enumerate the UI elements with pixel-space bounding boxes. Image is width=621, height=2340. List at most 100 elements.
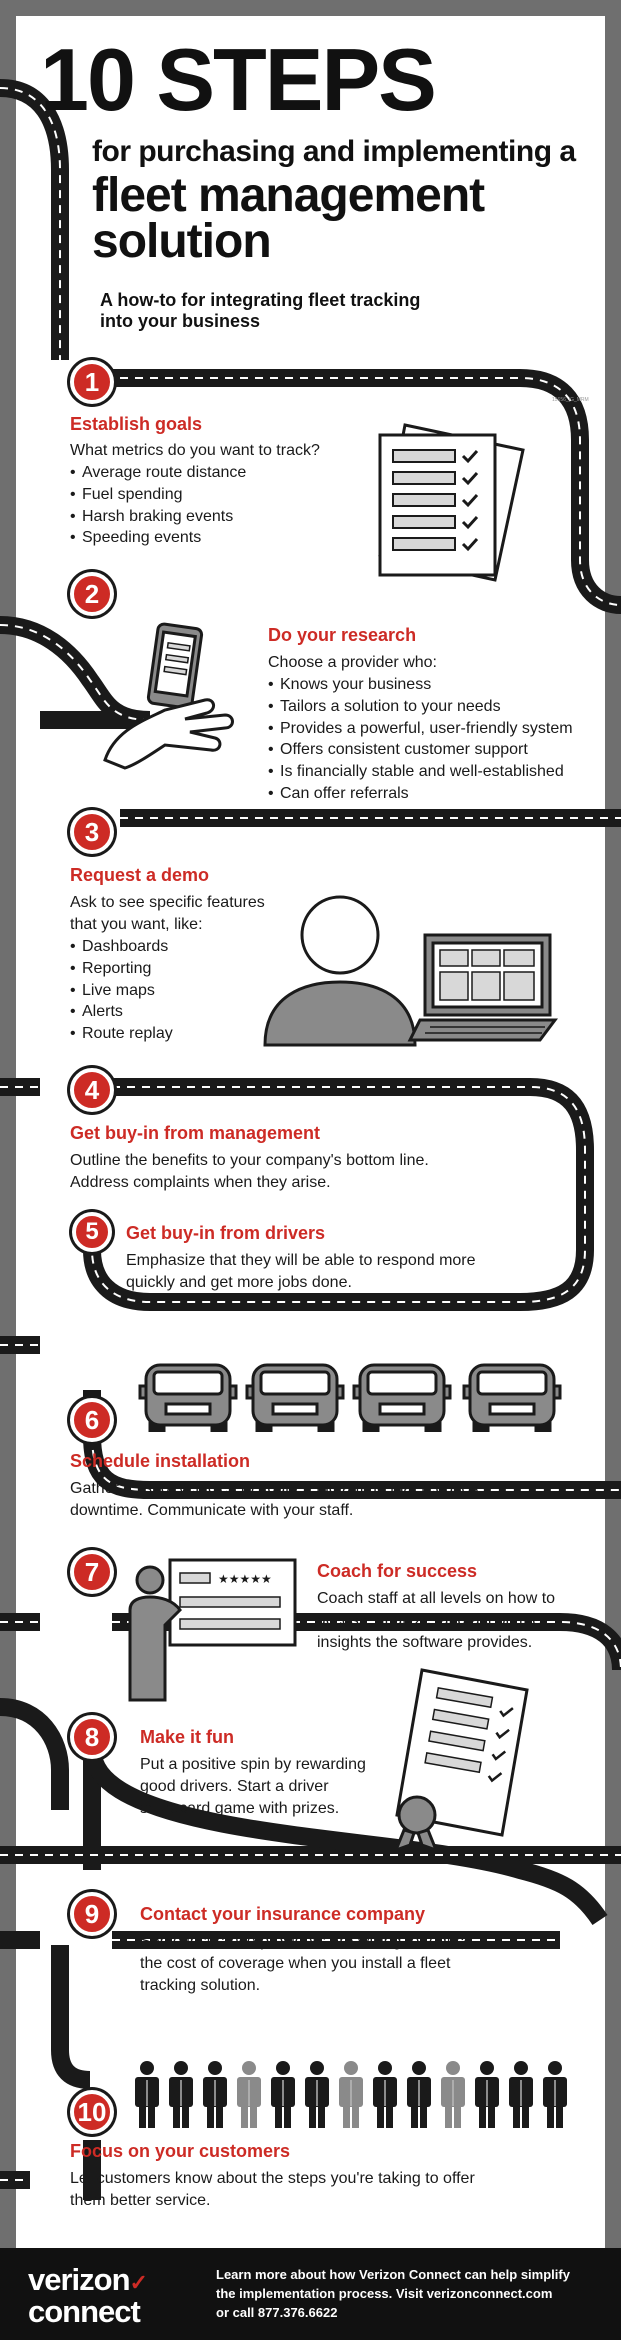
step-9-line1: Some insurance providers are willing to … bbox=[140, 1933, 473, 1950]
list-item: Dashboards bbox=[70, 936, 173, 958]
person-icon bbox=[543, 2061, 567, 2128]
step-3-lead-line1: Ask to see specific features bbox=[70, 894, 265, 911]
step-7-title: Coach for success bbox=[317, 1561, 478, 1581]
logo-verizon: verizon✓ bbox=[28, 2262, 148, 2297]
step-1-lead: What metrics do you want to track? bbox=[70, 442, 320, 459]
page-subtitle-line2: fleet management bbox=[92, 169, 485, 222]
person-icon bbox=[475, 2061, 499, 2128]
person-icon bbox=[441, 2061, 465, 2128]
person-icon bbox=[203, 2061, 227, 2128]
step-6-badge: 6 bbox=[70, 1398, 114, 1442]
step-9-line3: tracking solution. bbox=[140, 1977, 261, 1994]
truck-icon bbox=[352, 1363, 452, 1432]
list-item: Provides a powerful, user-friendly syste… bbox=[268, 718, 573, 740]
footer-cta-line2: the implementation process. Visit verizo… bbox=[216, 2285, 553, 2301]
step-8-line1: Put a positive spin by rewarding bbox=[140, 1756, 366, 1773]
hand-phone-icon bbox=[103, 622, 234, 770]
page-subtitle-line3: solution bbox=[92, 215, 272, 268]
step-3-bullets: Dashboards Reporting Live maps Alerts Ro… bbox=[70, 936, 173, 1045]
step-2-bullets: Knows your business Tailors a solution t… bbox=[268, 674, 573, 805]
step-5-title: Get buy-in from drivers bbox=[126, 1223, 326, 1243]
list-item: Fuel spending bbox=[70, 484, 246, 506]
step-4-badge: 4 bbox=[70, 1068, 114, 1112]
content-panel bbox=[16, 16, 605, 2248]
step-6-title: Schedule installation bbox=[70, 1451, 251, 1471]
person-icon bbox=[407, 2061, 431, 2128]
step-2-title: Do your research bbox=[268, 625, 417, 645]
step-1-badge: 1 bbox=[70, 360, 114, 404]
step-6-line2: downtime. Communicate with your staff. bbox=[70, 1502, 354, 1519]
person-icon bbox=[169, 2061, 193, 2128]
truck-icon bbox=[462, 1363, 562, 1432]
step-7-badge: 7 bbox=[70, 1550, 114, 1594]
step-3-title: Request a demo bbox=[70, 865, 210, 885]
step-10-line1: Let customers know about the steps you'r… bbox=[70, 2170, 475, 2187]
person-icon bbox=[237, 2061, 261, 2128]
list-item: Harsh braking events bbox=[70, 506, 246, 528]
person-icon bbox=[135, 2061, 159, 2128]
step-8-line3: scorecard game with prizes. bbox=[140, 1800, 340, 1817]
logo-connect: connect bbox=[28, 2294, 141, 2329]
user-laptop-icon bbox=[263, 895, 558, 1047]
step-3-lead-line2: that you want, like: bbox=[70, 916, 203, 933]
step-6-line1: Gather a list of vehicles to equip. Find… bbox=[70, 1480, 479, 1497]
person-icon bbox=[509, 2061, 533, 2128]
step-9-title: Contact your insurance company bbox=[140, 1904, 426, 1924]
rating-stars: ★★★★★ bbox=[218, 1572, 272, 1586]
step-4-line2: Address complaints when they arise. bbox=[70, 1174, 331, 1191]
checklist-icon bbox=[378, 423, 525, 582]
person-icon bbox=[271, 2061, 295, 2128]
intro-line2: into your business bbox=[100, 311, 261, 331]
step-2-lead: Choose a provider who: bbox=[268, 654, 437, 671]
checkmark-icon: ✓ bbox=[129, 2270, 148, 2295]
certificate-icon bbox=[394, 1668, 529, 1850]
step-10-line2: them better service. bbox=[70, 2192, 211, 2209]
step-5-line1: Emphasize that they will be able to resp… bbox=[126, 1252, 476, 1269]
step-7-line2: access, analyze, and act on the bbox=[317, 1612, 542, 1629]
step-9-badge: 9 bbox=[70, 1892, 114, 1936]
truck-icon bbox=[245, 1363, 345, 1432]
step-7-line3: insights the software provides. bbox=[317, 1634, 533, 1651]
list-item: Offers consistent customer support bbox=[268, 739, 573, 761]
step-8-badge: 8 bbox=[70, 1715, 114, 1759]
truck-icon bbox=[138, 1363, 238, 1432]
logo-word: verizon bbox=[28, 2262, 131, 2297]
list-item: Reporting bbox=[70, 958, 173, 980]
step-5-badge: 5 bbox=[72, 1212, 112, 1252]
person-icon bbox=[373, 2061, 397, 2128]
step-2-badge: 2 bbox=[70, 572, 114, 616]
step-4-title: Get buy-in from management bbox=[70, 1123, 321, 1143]
list-item: Live maps bbox=[70, 980, 173, 1002]
footer: verizon✓ connect Learn more about how Ve… bbox=[0, 2248, 621, 2340]
list-item: Speeding events bbox=[70, 527, 246, 549]
list-item: Is financially stable and well-establish… bbox=[268, 761, 573, 783]
step-10-badge: 10 bbox=[70, 2090, 114, 2134]
document-code: 15656_IG_MRM bbox=[552, 397, 589, 403]
footer-cta: Learn more about how Verizon Connect can… bbox=[216, 2266, 570, 2323]
step-4-line1: Outline the benefits to your company's b… bbox=[70, 1152, 429, 1169]
step-3-badge: 3 bbox=[70, 810, 114, 854]
step-7-line1: Coach staff at all levels on how to bbox=[317, 1590, 556, 1607]
list-item: Can offer referrals bbox=[268, 783, 573, 805]
step-5-line2: quickly and get more jobs done. bbox=[126, 1274, 352, 1291]
step-8-line2: good drivers. Start a driver bbox=[140, 1778, 329, 1795]
footer-cta-line3: or call 877.376.6622 bbox=[216, 2304, 338, 2320]
step-9-line2: the cost of coverage when you install a … bbox=[140, 1955, 451, 1972]
intro-line1: A how-to for integrating fleet tracking bbox=[100, 290, 421, 310]
page-subtitle-line1: for purchasing and implementing a bbox=[92, 135, 576, 168]
step-1-bullets: Average route distance Fuel spending Har… bbox=[70, 462, 246, 549]
presenter-icon: ★★★★★ bbox=[128, 1558, 297, 1702]
list-item: Knows your business bbox=[268, 674, 573, 696]
list-item: Average route distance bbox=[70, 462, 246, 484]
person-icon bbox=[339, 2061, 363, 2128]
list-item: Route replay bbox=[70, 1023, 173, 1045]
person-icon bbox=[305, 2061, 329, 2128]
footer-cta-line1: Learn more about how Verizon Connect can… bbox=[216, 2267, 570, 2282]
step-10-title: Focus on your customers bbox=[70, 2141, 291, 2161]
list-item: Alerts bbox=[70, 1001, 173, 1023]
step-1-title: Establish goals bbox=[70, 414, 203, 434]
page-title: 10 STEPS bbox=[40, 30, 437, 129]
step-8-title: Make it fun bbox=[140, 1727, 235, 1747]
